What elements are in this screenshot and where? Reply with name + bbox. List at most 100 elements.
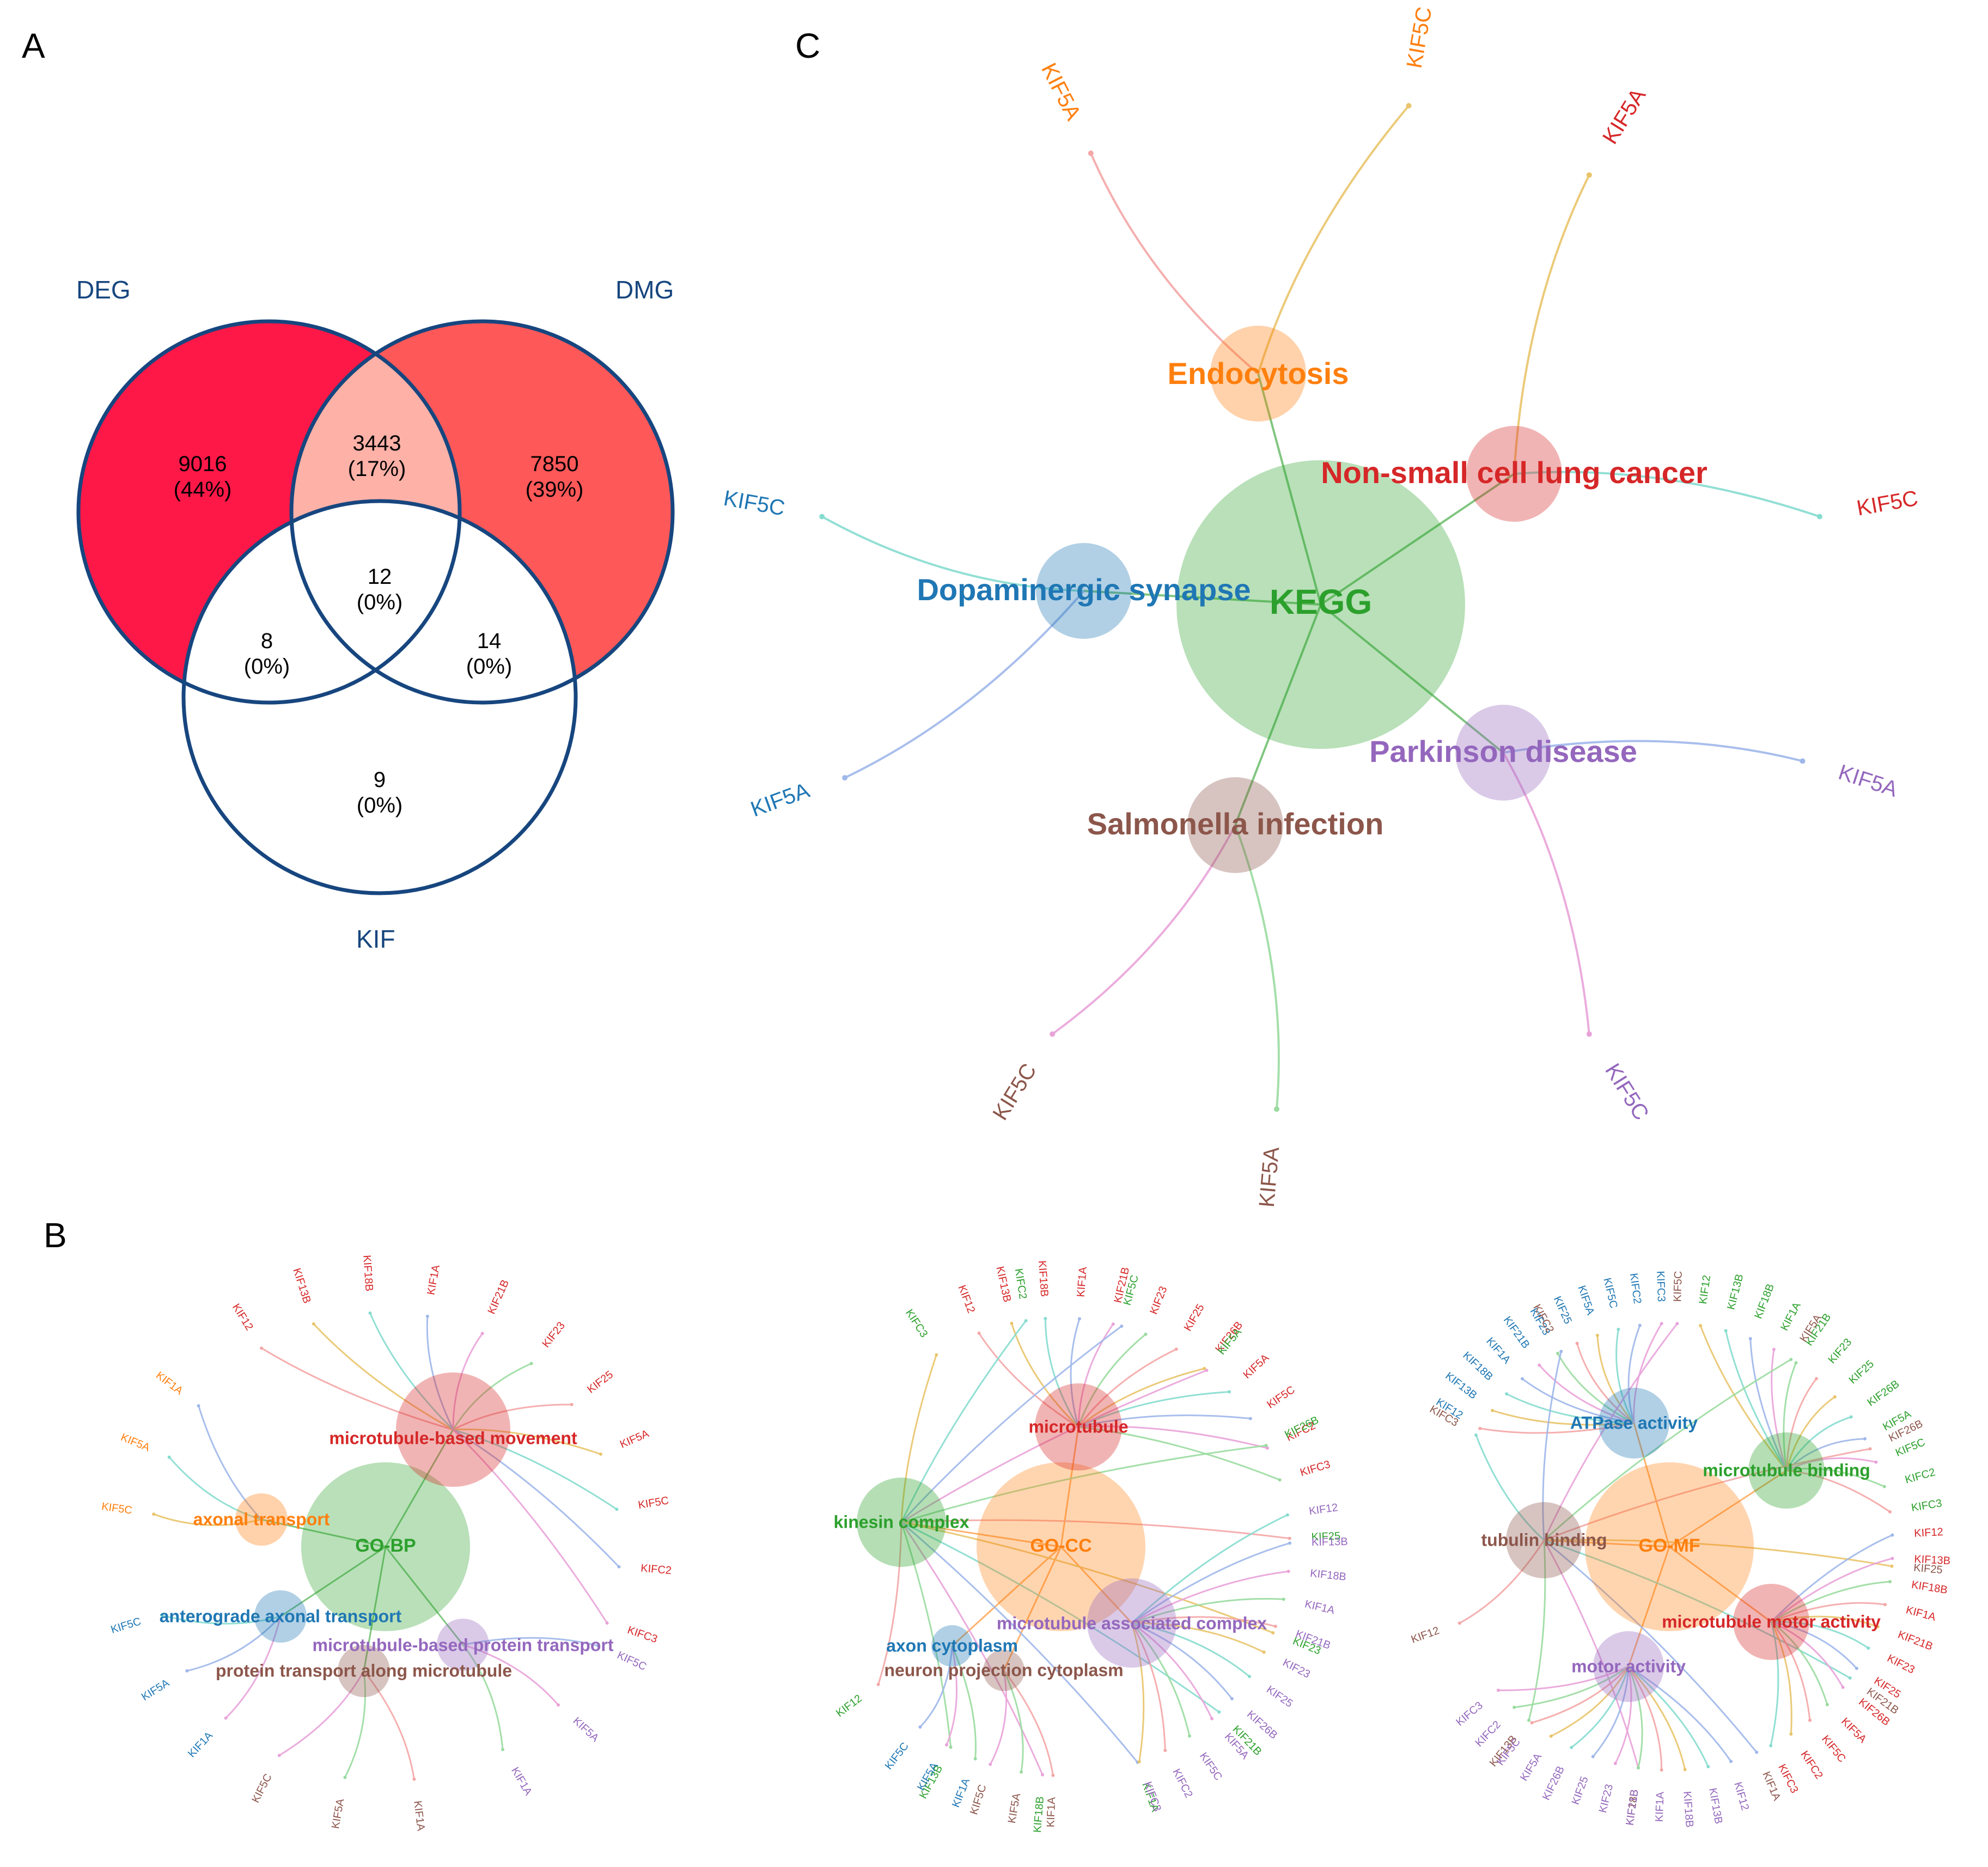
term-gene-edge bbox=[1492, 1410, 1635, 1426]
gene-node bbox=[1010, 1321, 1014, 1325]
term-gene-edge bbox=[901, 1369, 1207, 1523]
gene-label: KIF5A bbox=[330, 1797, 346, 1829]
gene-label: KIF5C bbox=[722, 486, 786, 521]
term-gene-edge bbox=[1459, 1540, 1545, 1624]
term-gene-edge bbox=[821, 515, 1084, 592]
gene-node bbox=[1559, 1350, 1563, 1353]
term-gene-edge bbox=[1131, 1622, 1145, 1762]
center-term-edge bbox=[1083, 590, 1321, 606]
gene-label: KIF5C bbox=[968, 1783, 989, 1816]
gene-label: KIF5C bbox=[883, 1740, 911, 1772]
venn-pct-deg-dmg: (17%) bbox=[348, 457, 406, 481]
term-gene-edge bbox=[1003, 1670, 1024, 1772]
gene-node bbox=[876, 1682, 880, 1686]
term-gene-edge bbox=[1627, 1666, 1686, 1770]
gene-node bbox=[1491, 1408, 1495, 1412]
term-node bbox=[1187, 777, 1283, 873]
term-label: Parkinson disease bbox=[1369, 734, 1637, 768]
term-gene-edge bbox=[1725, 1330, 1788, 1471]
gene-label: KIF5A bbox=[1006, 1792, 1023, 1824]
term-gene-edge bbox=[1131, 1514, 1288, 1624]
gene-node bbox=[819, 514, 825, 520]
gene-node bbox=[1724, 1329, 1728, 1333]
center-term-edge bbox=[1544, 1539, 1670, 1548]
term-gene-edge bbox=[462, 1637, 599, 1647]
term-gene-edge bbox=[1131, 1622, 1191, 1736]
gene-label: KIFC2 bbox=[640, 1562, 672, 1577]
gene-node bbox=[160, 1613, 163, 1617]
gene-label: KIF5C bbox=[637, 1494, 669, 1511]
term-gene-edge bbox=[1502, 752, 1590, 1034]
term-gene-edge bbox=[1543, 1540, 1639, 1768]
gene-node bbox=[1230, 1697, 1234, 1701]
gene-node bbox=[1265, 1446, 1269, 1450]
gene-node bbox=[1794, 1361, 1798, 1365]
gene-node bbox=[1636, 1766, 1640, 1770]
term-gene-edge bbox=[1627, 1325, 1641, 1424]
gene-label: KIF1A bbox=[950, 1777, 972, 1809]
term-label: Non-small cell lung cancer bbox=[1321, 455, 1708, 490]
venn-pct-dmg-kif: (0%) bbox=[466, 655, 512, 679]
gene-label: KIF1A bbox=[1905, 1604, 1937, 1624]
gene-label: KIF5C bbox=[1855, 486, 1920, 521]
gene-node bbox=[501, 1748, 504, 1752]
term-node bbox=[1036, 543, 1132, 639]
center-term-edge bbox=[1060, 1546, 1133, 1624]
term-gene-edge bbox=[1771, 1615, 1879, 1628]
term-gene-edge bbox=[1571, 1666, 1630, 1748]
gene-label: KIF12 bbox=[1697, 1274, 1713, 1305]
gene-label: KIF5A bbox=[1518, 1751, 1544, 1783]
gene-node bbox=[557, 1703, 560, 1707]
term-gene-edge bbox=[1770, 1621, 1811, 1720]
gene-label: KIF12 bbox=[230, 1302, 255, 1333]
term-gene-edge bbox=[1628, 1665, 1709, 1767]
center-term-edge bbox=[261, 1518, 386, 1548]
venn-kif-fill bbox=[184, 501, 576, 893]
term-node bbox=[1455, 705, 1551, 801]
gene-label: KIF13B bbox=[1725, 1273, 1746, 1311]
gene-label: KIF18B bbox=[1032, 1796, 1046, 1833]
gene-node bbox=[1041, 1773, 1045, 1777]
gene-label: KIF5A bbox=[1241, 1352, 1271, 1381]
gene-node bbox=[312, 1322, 315, 1326]
term-gene-edge bbox=[1699, 1325, 1788, 1471]
gene-label: KIF5C bbox=[1601, 1277, 1619, 1309]
gene-node bbox=[1474, 1433, 1478, 1437]
gene-label: KIF18B bbox=[1681, 1791, 1696, 1828]
term-gene-edge bbox=[1234, 825, 1280, 1109]
term-gene-edge bbox=[1503, 740, 1803, 762]
term-gene-edge bbox=[844, 590, 1085, 779]
center-term-edge bbox=[951, 1546, 1062, 1647]
gene-node bbox=[935, 1353, 938, 1357]
gene-label: KIF5C bbox=[249, 1772, 274, 1804]
center-term-edge bbox=[1320, 473, 1515, 606]
term-gene-edge bbox=[1770, 1621, 1779, 1746]
term-gene-edge bbox=[1089, 152, 1259, 375]
venn-count-all: 12 bbox=[368, 565, 392, 589]
gene-label: KIF13B bbox=[1443, 1370, 1479, 1401]
gene-label: KIF18B bbox=[1460, 1350, 1495, 1383]
gene-label: KIF5A bbox=[1036, 59, 1086, 124]
term-gene-edge bbox=[225, 1616, 282, 1719]
term-label: axonal transport bbox=[193, 1509, 330, 1529]
gene-label: KIFC2 bbox=[1473, 1719, 1503, 1749]
venn-count-deg-kif: 8 bbox=[261, 629, 273, 653]
term-gene-edge bbox=[1522, 1378, 1635, 1424]
term-gene-edge bbox=[901, 1444, 1266, 1523]
gene-node bbox=[1217, 1710, 1221, 1714]
gene-node bbox=[1617, 1327, 1620, 1331]
venn-pct-dmg-only: (39%) bbox=[526, 478, 584, 502]
term-node bbox=[1733, 1584, 1809, 1660]
gene-node bbox=[1248, 1417, 1252, 1420]
center-term-edge bbox=[1003, 1546, 1062, 1671]
gene-node bbox=[1800, 758, 1806, 764]
term-node bbox=[1466, 426, 1562, 522]
term-gene-edge bbox=[462, 1644, 559, 1706]
gene-label: KIFC2 bbox=[1904, 1466, 1937, 1486]
gene-label: KIFC2 bbox=[1170, 1767, 1194, 1799]
term-label: ATPase activity bbox=[1570, 1413, 1698, 1432]
gene-node bbox=[1227, 1390, 1231, 1394]
gene-label: KIF1A bbox=[1303, 1598, 1336, 1616]
